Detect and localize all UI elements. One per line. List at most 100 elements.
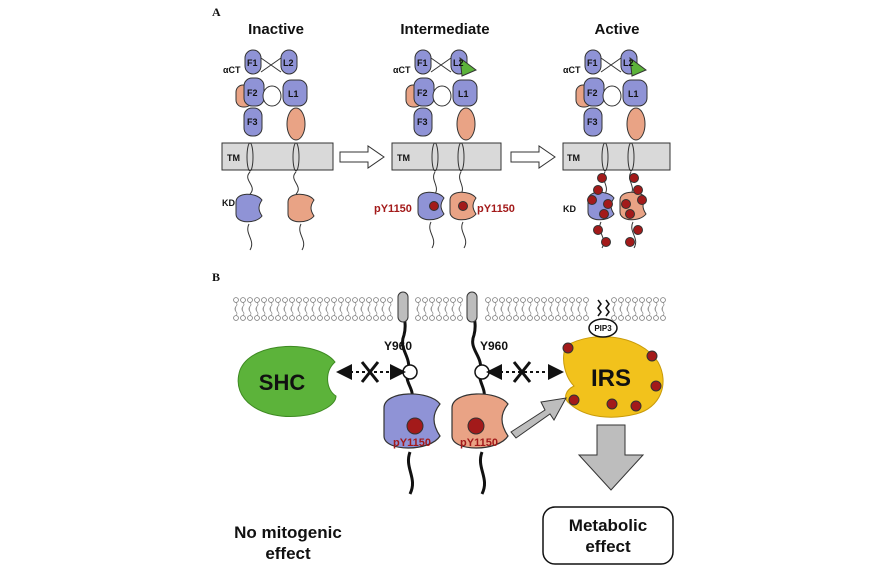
- lipid-head: [513, 315, 519, 321]
- membrane-band-active: [562, 142, 671, 171]
- lipid-head: [240, 315, 246, 321]
- lipid-head: [492, 297, 498, 303]
- lipid-tail: [500, 307, 504, 316]
- label-f2-2: F2: [417, 88, 428, 98]
- lipid-head: [261, 297, 267, 303]
- lipid-head: [254, 315, 260, 321]
- lipid-tail: [297, 307, 301, 316]
- lipid-head: [352, 315, 358, 321]
- domain-labels-active: αCT F1 L2 F2 L1 F3 TM KD: [563, 58, 639, 214]
- lipid-tail: [521, 307, 525, 316]
- lipid-tail: [255, 307, 259, 316]
- lipid-head: [646, 297, 652, 303]
- lipid-head: [548, 297, 554, 303]
- lipid-head: [296, 297, 302, 303]
- lipid-tail: [234, 307, 238, 316]
- lipid-head: [646, 315, 652, 321]
- lipid-head: [492, 315, 498, 321]
- py1150-site-left: [406, 417, 424, 435]
- lipid-head: [233, 315, 239, 321]
- label-l1-1: L1: [288, 89, 299, 99]
- lipid-head: [345, 297, 351, 303]
- receptor-intermediate: [405, 49, 478, 249]
- receptor-tail-right: [479, 451, 487, 495]
- lipid-tail: [381, 307, 385, 316]
- lipid-tail: [640, 307, 644, 316]
- label-py1150-left: pY1150: [374, 203, 412, 215]
- label-l2-3: L2: [623, 58, 634, 68]
- lipid-head: [268, 315, 274, 321]
- lipid-head: [317, 315, 323, 321]
- lipid-head: [632, 297, 638, 303]
- label-act-2: αCT: [393, 65, 411, 75]
- lipid-head: [338, 315, 344, 321]
- lipid-head: [639, 297, 645, 303]
- irs-block-x-icon: [512, 361, 532, 383]
- lipid-tail: [367, 307, 371, 316]
- label-f3-1: F3: [247, 117, 258, 127]
- py1150-label-left: pY1150: [393, 437, 431, 449]
- metabolic-effect-box: [542, 506, 674, 565]
- label-f1-3: F1: [587, 58, 598, 68]
- lipid-head: [576, 315, 582, 321]
- receptor-active: [575, 49, 648, 249]
- shc-label: SHC: [259, 370, 306, 395]
- lipid-head: [289, 297, 295, 303]
- lipid-head: [233, 297, 239, 303]
- pip3-label: PIP3: [594, 324, 612, 333]
- label-l1-3: L1: [628, 89, 639, 99]
- lipid-tail: [633, 307, 637, 316]
- py1150-label-right: pY1150: [460, 437, 498, 449]
- lipid-head: [359, 315, 365, 321]
- lipid-head: [632, 315, 638, 321]
- lipid-head: [366, 315, 372, 321]
- lipid-tail: [353, 307, 357, 316]
- lipid-head: [275, 297, 281, 303]
- label-f3-2: F3: [417, 117, 428, 127]
- lipid-tail: [332, 307, 336, 316]
- label-l2-1: L2: [283, 58, 294, 68]
- lipid-head: [366, 297, 372, 303]
- tm-segment-right: [466, 291, 478, 323]
- membrane-band-inactive: [221, 142, 334, 171]
- lipid-head: [569, 315, 575, 321]
- lipid-head: [660, 297, 666, 303]
- lipid-head: [310, 315, 316, 321]
- lipid-tail: [451, 307, 455, 316]
- label-f1-1: F1: [247, 58, 258, 68]
- lipid-head: [625, 315, 631, 321]
- irs-protein: [563, 336, 664, 418]
- label-tm-3: TM: [567, 153, 580, 163]
- membrane-band-intermediate: [391, 142, 502, 171]
- irs-to-metabolic-arrow: [577, 424, 645, 491]
- lipid-head: [317, 297, 323, 303]
- lipid-head: [261, 315, 267, 321]
- lipid-head: [359, 297, 365, 303]
- lipid-head: [513, 297, 519, 303]
- irs-label: IRS: [591, 365, 631, 392]
- lipid-head: [485, 297, 491, 303]
- lipid-head: [247, 315, 253, 321]
- lipid-head: [275, 315, 281, 321]
- lipid-head: [653, 297, 659, 303]
- no-mitogenic-effect-line1: No mitogenic: [234, 523, 342, 542]
- label-l2-2: L2: [453, 58, 464, 68]
- lipid-tail: [549, 307, 553, 316]
- panel-a-label: A: [212, 5, 221, 19]
- lipid-head: [506, 315, 512, 321]
- lipid-head: [555, 297, 561, 303]
- lipid-head: [296, 315, 302, 321]
- lipid-head: [303, 297, 309, 303]
- tm-segment-left: [397, 291, 409, 323]
- lipid-tail: [269, 307, 273, 316]
- lipid-tail: [423, 307, 427, 316]
- py1150-site-right: [467, 417, 485, 435]
- lipid-head: [527, 315, 533, 321]
- lipid-tail: [612, 307, 616, 316]
- lipid-head: [520, 315, 526, 321]
- lipid-head: [583, 297, 589, 303]
- lipid-tail: [647, 307, 651, 316]
- receptor-tail-left: [407, 451, 415, 495]
- lipid-head: [527, 297, 533, 303]
